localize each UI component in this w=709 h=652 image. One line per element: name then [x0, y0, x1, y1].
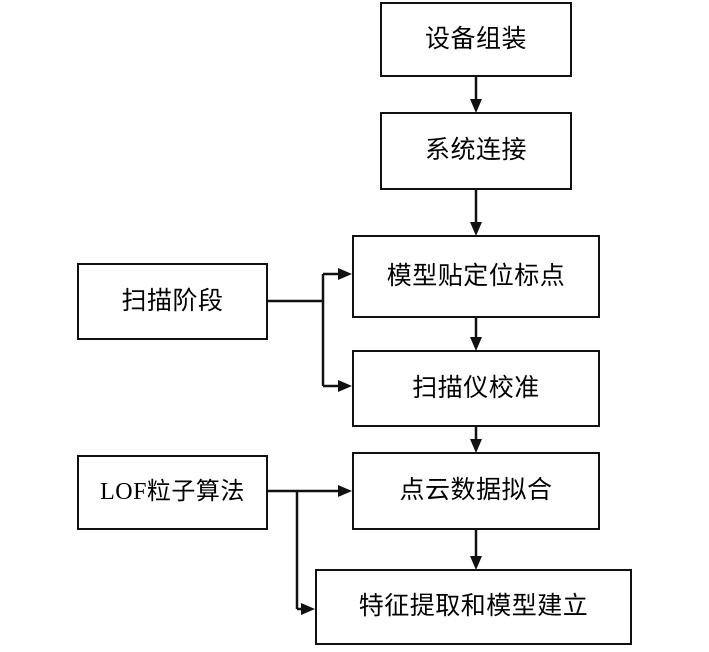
node-label-lof-algorithm: LOF粒子算法	[100, 479, 245, 506]
node-feature-model[interactable]: 特征提取和模型建立	[315, 569, 632, 645]
node-scanner-calib[interactable]: 扫描仪校准	[352, 350, 600, 427]
edge-equip-assembly-to-system-connect	[470, 77, 482, 113]
node-label-system-connect: 系统连接	[424, 137, 527, 165]
edge-lof-branch	[268, 485, 352, 615]
edge-pointcloud-fit-to-feature-model	[470, 530, 482, 570]
node-scan-stage[interactable]: 扫描阶段	[77, 263, 268, 340]
node-label-equip-assembly: 设备组装	[424, 25, 527, 53]
edge-marker-attach-to-scanner-calib	[470, 318, 482, 351]
edge-scanner-calib-to-pointcloud-fit	[470, 427, 482, 453]
node-marker-attach[interactable]: 模型贴定位标点	[352, 235, 600, 318]
edge-system-connect-to-marker-attach	[470, 190, 482, 236]
node-label-pointcloud-fit: 点云数据拟合	[399, 477, 553, 505]
node-equip-assembly[interactable]: 设备组装	[380, 2, 572, 77]
node-label-scanner-calib: 扫描仪校准	[412, 374, 540, 402]
node-label-marker-attach: 模型贴定位标点	[386, 262, 566, 290]
node-label-scan-stage: 扫描阶段	[121, 287, 224, 315]
node-lof-algorithm[interactable]: LOF粒子算法	[77, 455, 268, 530]
node-system-connect[interactable]: 系统连接	[380, 112, 572, 190]
edge-scan-stage-branch	[268, 268, 352, 392]
node-pointcloud-fit[interactable]: 点云数据拟合	[352, 452, 600, 530]
node-label-feature-model: 特征提取和模型建立	[358, 593, 589, 621]
